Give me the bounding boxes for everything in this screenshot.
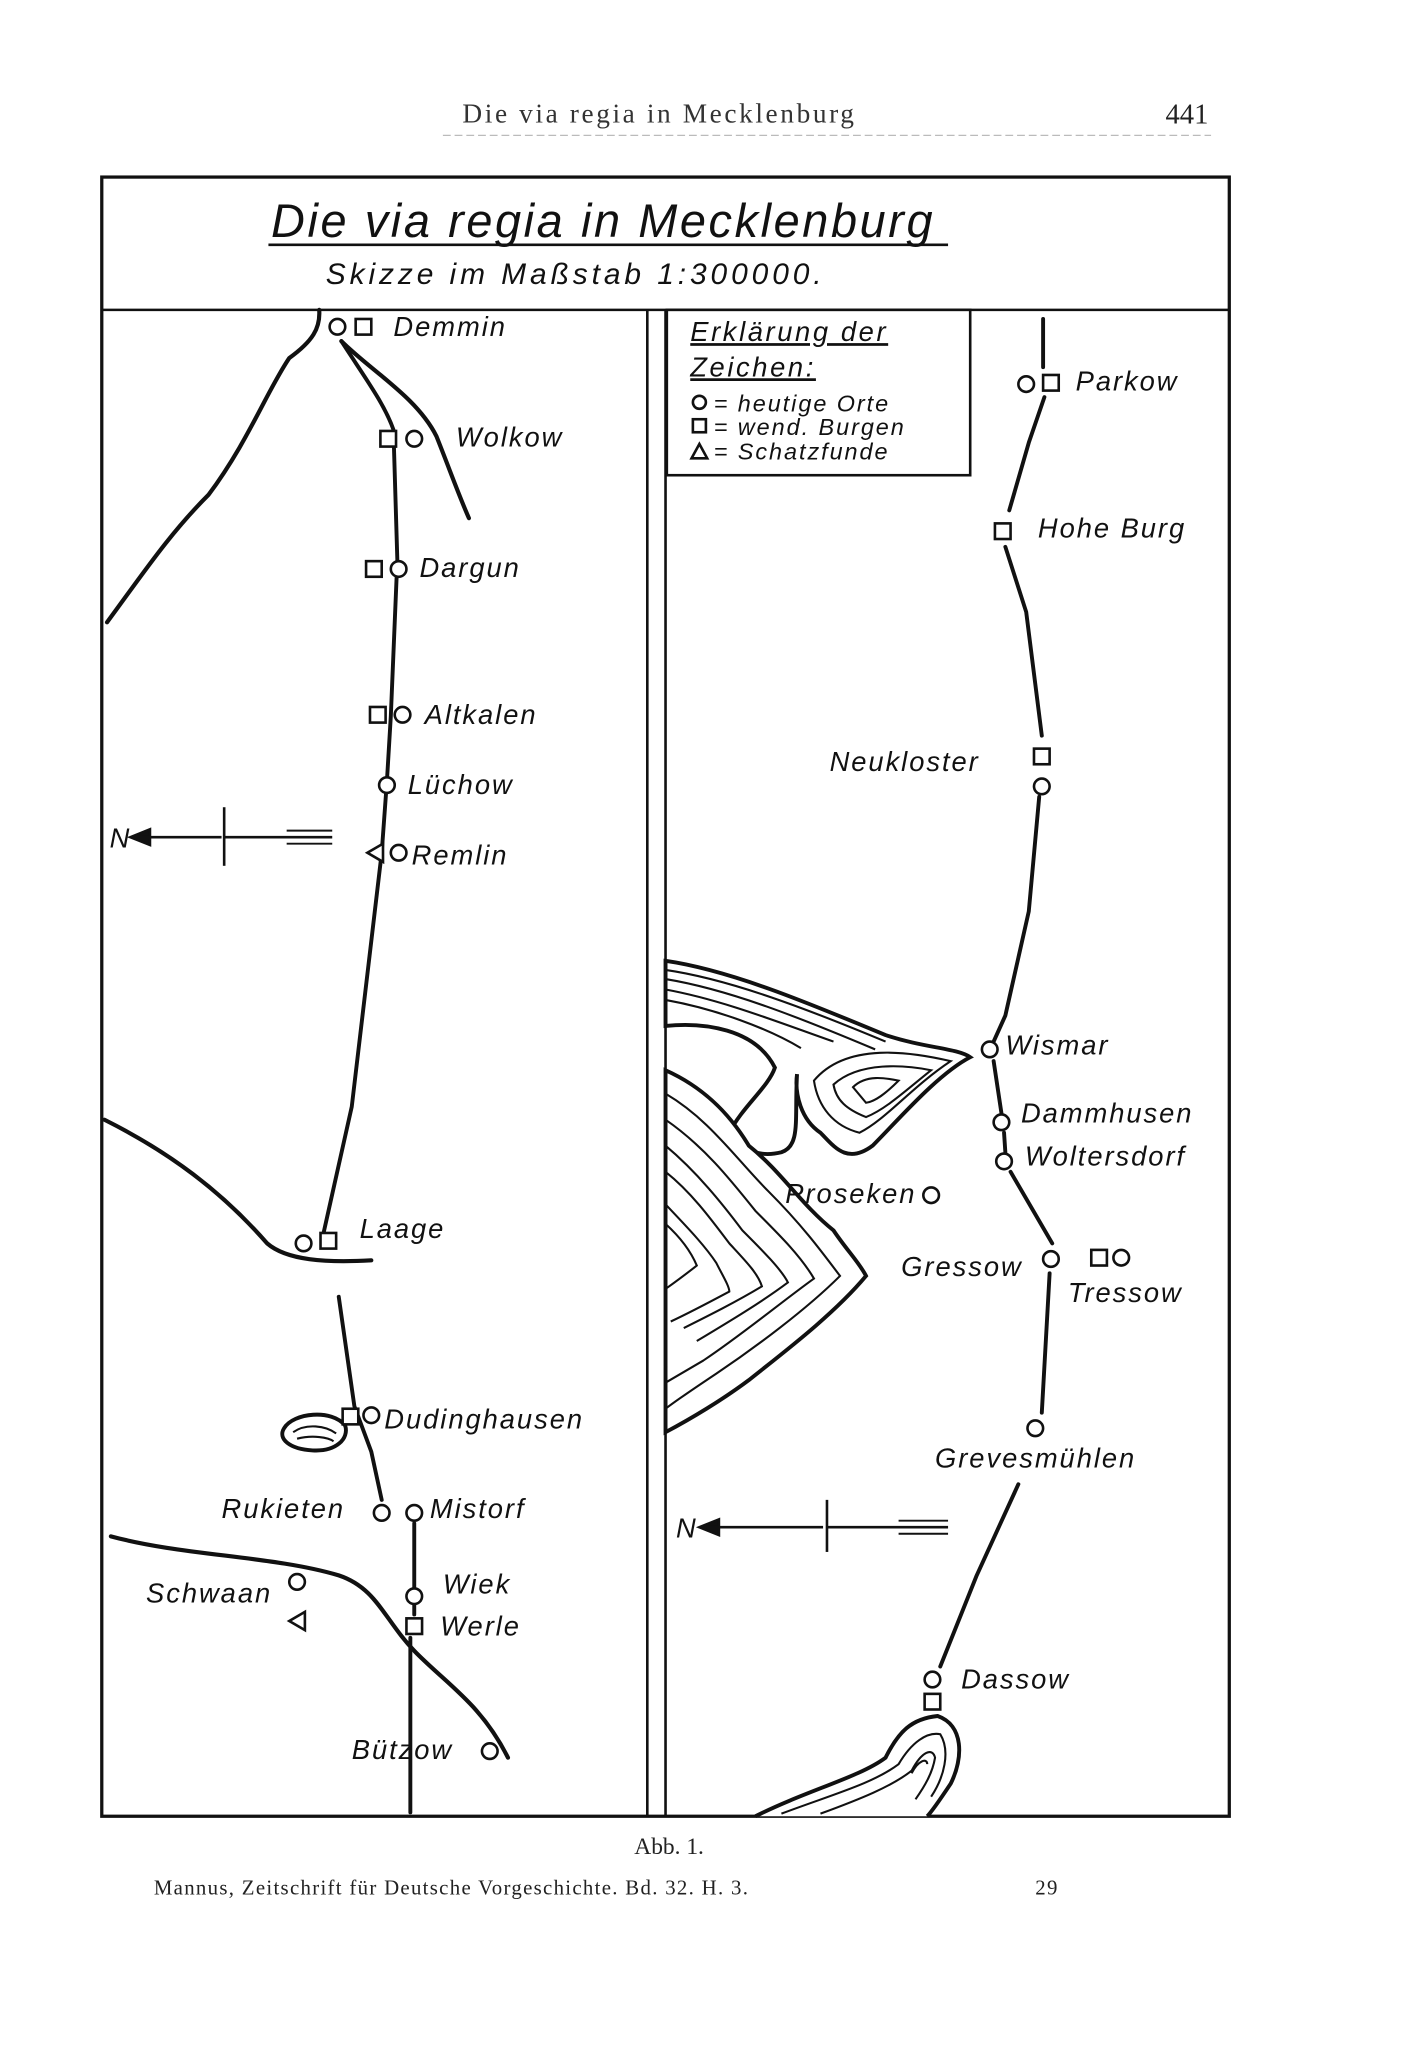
place-wolkow: Wolkow [456,422,564,453]
coastline [663,958,974,1818]
square-marker [354,317,373,336]
river [102,1117,374,1264]
place-wiek: Wiek [443,1569,511,1600]
place-wismar: Wismar [1005,1030,1109,1061]
north-arrow: N [676,1499,949,1552]
place-remlin: Remlin [412,840,509,871]
svg-text:= Schatzfunde: = Schatzfunde [714,439,890,465]
figure-caption: Abb. 1. [634,1834,704,1860]
place-rukieten: Rukieten [222,1493,345,1524]
place-neukloster: Neukloster [830,746,980,777]
place-mistorf: Mistorf [430,1493,526,1524]
svg-text:Zeichen:: Zeichen: [689,351,816,382]
place-demmin: Demmin [393,311,506,342]
place-dammhusen: Dammhusen [1021,1097,1194,1128]
road [938,1482,1021,1669]
footer-signature: 29 [1035,1875,1058,1899]
place-altkalen: Altkalen [423,699,538,730]
place-schwaan: Schwaan [146,1578,272,1609]
place-parkow: Parkow [1076,366,1179,397]
circle-marker [328,317,347,336]
place-gressow: Gressow [901,1251,1023,1282]
running-title: Die via regia in Mecklenburg [462,98,856,128]
river [108,1534,511,1760]
legend: Erklärung der Zeichen: = heutige Orte = … [665,308,972,477]
road [336,1294,384,1502]
map-subtitle: Skizze im Maßstab 1:300000. [326,258,826,291]
road [1003,317,1047,738]
place-woltersdorf: Woltersdorf [1025,1140,1187,1171]
river [104,307,322,625]
road [319,339,400,1243]
svg-text:= wend. Burgen: = wend. Burgen [714,414,906,440]
right-panel: Erklärung der Zeichen: = heutige Orte = … [663,308,1194,1818]
place-dargun: Dargun [419,552,520,583]
river [339,339,472,521]
svg-text:Erklärung der: Erklärung der [690,316,888,347]
place-laage: Laage [360,1213,446,1244]
place-werle: Werle [440,1610,521,1641]
place-hohe-burg: Hohe Burg [1038,513,1186,544]
place-dudinghausen: Dudinghausen [384,1403,584,1434]
place-proseken: Proseken [785,1178,916,1209]
svg-text:N: N [676,1513,698,1544]
map-title: Die via regia in Mecklenburg [271,195,935,247]
road [408,1521,417,1815]
north-arrow: N [110,807,333,866]
svg-text:N: N [110,823,132,854]
place-tressow: Tressow [1068,1277,1183,1308]
left-panel: Demmin Wolkow Dargun Altkalen Lüchow Rem… [102,307,584,1815]
place-luechow: Lüchow [408,769,514,800]
page-number: 441 [1165,99,1208,131]
place-dassow: Dassow [961,1664,1070,1695]
footer-citation: Mannus, Zeitschrift für Deutsche Vorgesc… [154,1875,749,1899]
lake [280,1412,348,1453]
place-grevesmuehlen: Grevesmühlen [935,1442,1136,1473]
svg-text:= heutige Orte: = heutige Orte [714,390,890,416]
place-buetzow: Bützow [352,1734,454,1765]
road [991,794,1055,1415]
